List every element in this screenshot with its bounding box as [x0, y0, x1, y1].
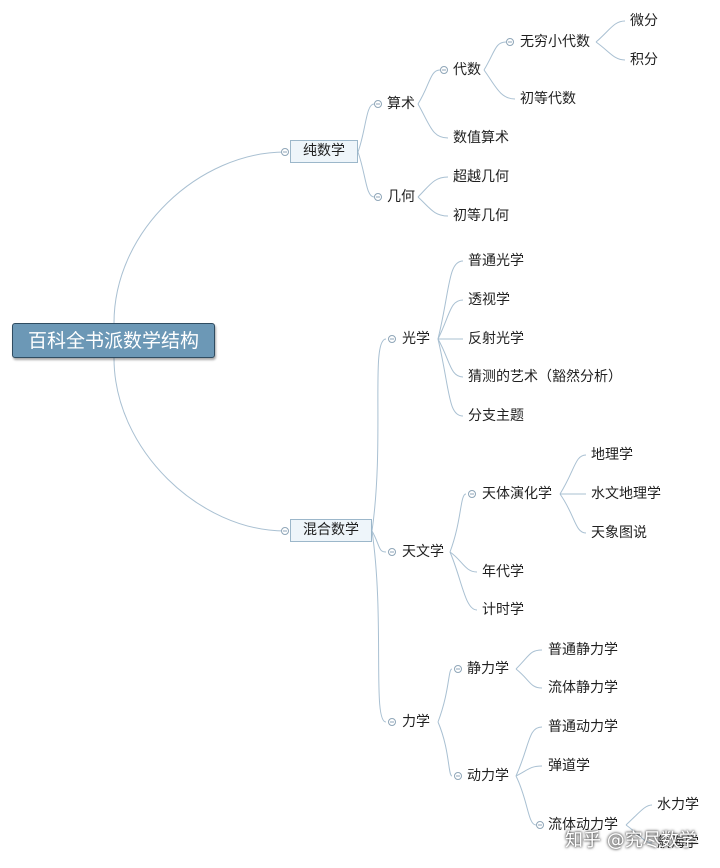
- topic-mechanics[interactable]: 力学: [402, 714, 430, 730]
- topic-infinitesimal-algebra[interactable]: 无穷小代数: [520, 34, 590, 50]
- topic-arithmetic[interactable]: 算术: [387, 96, 415, 112]
- topic-elementary-geometry[interactable]: 初等几何: [453, 208, 509, 224]
- topic-ballistics[interactable]: 弹道学: [548, 758, 590, 774]
- topic-mixed-math[interactable]: 混合数学: [290, 519, 372, 542]
- topic-catoptrics[interactable]: 反射光学: [468, 331, 524, 347]
- topic-hydrostatics[interactable]: 流体静力学: [548, 680, 618, 696]
- topic-chronology[interactable]: 年代学: [482, 564, 524, 580]
- topic-optics[interactable]: 光学: [402, 331, 430, 347]
- topic-geography[interactable]: 地理学: [591, 447, 633, 463]
- topic-perspective[interactable]: 透视学: [468, 292, 510, 308]
- topic-algebra[interactable]: 代数: [453, 62, 481, 78]
- topic-hydrography[interactable]: 水文地理学: [591, 486, 661, 502]
- topic-art-of-conjecture[interactable]: 猜测的艺术（豁然分析）: [468, 369, 622, 385]
- topic-gnomonics[interactable]: 计时学: [482, 602, 524, 618]
- topic-hydraulics[interactable]: 水力学: [657, 797, 699, 813]
- root-topic[interactable]: 百科全书派数学结构: [12, 323, 215, 358]
- collapse-markers: [281, 38, 544, 829]
- topic-dynamics[interactable]: 动力学: [467, 768, 509, 784]
- topic-cosmogony[interactable]: 天体演化学: [482, 486, 552, 502]
- topic-navigation[interactable]: 航海学: [657, 835, 699, 851]
- topic-integral[interactable]: 积分: [630, 52, 658, 68]
- topic-geometry[interactable]: 几何: [387, 189, 415, 205]
- topic-general-statics[interactable]: 普通静力学: [548, 642, 618, 658]
- topic-hydrodynamics[interactable]: 流体动力学: [548, 817, 618, 833]
- topic-subtopic[interactable]: 分支主题: [468, 408, 524, 424]
- topic-statics[interactable]: 静力学: [467, 661, 509, 677]
- topic-general-dynamics[interactable]: 普通动力学: [548, 719, 618, 735]
- topic-transcendental-geometry[interactable]: 超越几何: [453, 169, 509, 185]
- topic-astronomy[interactable]: 天文学: [402, 544, 444, 560]
- topic-numerical-arithmetic[interactable]: 数值算术: [453, 130, 509, 146]
- zhihu-watermark: 知乎 @究尽数学: [565, 830, 697, 851]
- topic-uranography[interactable]: 天象图说: [591, 525, 647, 541]
- topic-pure-math[interactable]: 纯数学: [290, 140, 358, 163]
- topic-general-optics[interactable]: 普通光学: [468, 253, 524, 269]
- topic-differential[interactable]: 微分: [630, 13, 658, 29]
- topic-elementary-algebra[interactable]: 初等代数: [520, 91, 576, 107]
